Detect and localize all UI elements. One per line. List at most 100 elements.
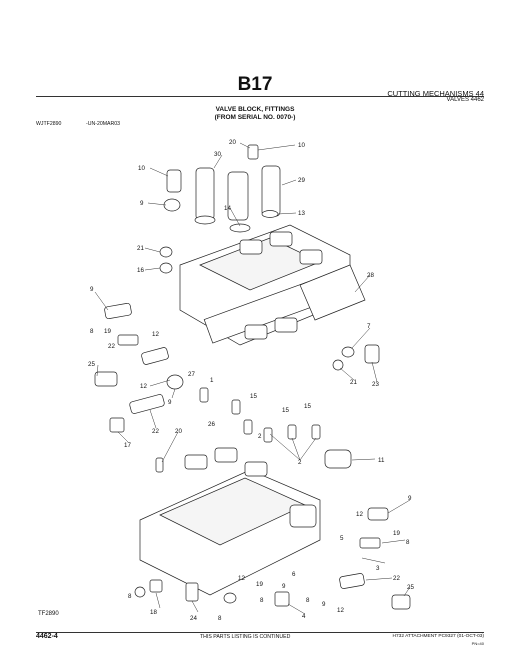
fitting-9-top [163, 198, 181, 212]
callout-label: 27 [188, 371, 195, 378]
publication: H732 ATTACHMENT PC9327 [392, 634, 456, 639]
fitting-small-4 [263, 427, 273, 443]
callout-label: 5 [340, 535, 344, 542]
callout-label: 9 [168, 399, 172, 406]
figure-number: TF2890 [38, 611, 59, 617]
callout-label: 25 [88, 361, 95, 368]
footer-rule [36, 632, 484, 633]
callout-label: 10 [298, 142, 305, 149]
callout-label: 9 [322, 601, 326, 608]
elbow-23 [364, 344, 380, 364]
callout-label: 14 [224, 205, 231, 212]
side-plate [299, 264, 366, 321]
fitting-9-mid [166, 374, 184, 390]
callout-label: 12 [152, 331, 159, 338]
callout-label: 15 [304, 403, 311, 410]
elbow-17 [109, 417, 125, 433]
callout-label: 12 [140, 383, 147, 390]
fitting-25-lower [391, 594, 411, 610]
fitting-8-left [134, 586, 146, 598]
oring-14b [229, 223, 251, 233]
cartridge-center [227, 171, 249, 221]
callout-label: 8 [90, 328, 94, 335]
callout-label: 8 [218, 615, 222, 622]
callout-label: 8 [128, 593, 132, 600]
callout-label: 24 [190, 615, 197, 622]
callout-label: 9 [282, 583, 286, 590]
fitting-22-upper [141, 347, 169, 365]
fitting-small-5 [287, 424, 297, 440]
callout-label: 8 [306, 597, 310, 604]
solenoid-upper-3 [299, 249, 323, 265]
fitting-22-lower-right [339, 573, 365, 589]
cartridge-29 [261, 165, 281, 217]
callout-label: 2 [298, 459, 302, 466]
fitting-19 [117, 334, 139, 346]
callout-label: 19 [104, 328, 111, 335]
figure-id: WJTF2890 [36, 121, 62, 127]
callout-label: 20 [175, 428, 182, 435]
callout-label: 17 [124, 442, 131, 449]
fitting-10-left [166, 169, 182, 193]
callout-label: 25 [407, 584, 414, 591]
revision: PN=40 [471, 641, 484, 646]
plug-21-right [332, 359, 344, 371]
publication-date: (01-OCT-03) [457, 634, 484, 639]
solenoid-upper-5 [274, 317, 298, 333]
fitting-9-left [104, 302, 132, 320]
fitting-22-lower [129, 394, 165, 414]
page-code: B17 [237, 74, 273, 95]
callout-label: 29 [298, 177, 305, 184]
fitting-8-lower [223, 592, 237, 604]
illustration-title: VALVE BLOCK, FITTINGS (FROM SERIAL NO. 0… [0, 106, 510, 122]
fitting-small-1 [199, 387, 209, 403]
callout-label: 7 [367, 323, 371, 330]
callout-label: 20 [229, 139, 236, 146]
callout-label: 9 [140, 200, 144, 207]
section-title: CUTTING MECHANISMS 44 [387, 89, 484, 98]
solenoid-lower-2 [214, 447, 238, 463]
solenoid-upper-1 [239, 239, 263, 255]
fitting-19-lower [359, 537, 381, 549]
page-number: 4462-4 [36, 633, 58, 640]
callout-label: 11 [378, 457, 385, 464]
callout-label: 22 [152, 428, 159, 435]
callout-label: 15 [282, 407, 289, 414]
solenoid-lower-4 [289, 504, 317, 528]
cartridge-30 [195, 167, 215, 221]
solenoid-upper-2 [269, 231, 293, 247]
plug-20 [247, 144, 259, 160]
callout-label: 18 [150, 609, 157, 616]
plug-16 [159, 262, 173, 274]
callout-labels: 10 30 20 10 9 29 14 13 21 16 28 9 8 19 1… [88, 139, 414, 622]
callout-label: 26 [208, 421, 215, 428]
fitting-small-2 [231, 399, 241, 415]
fitting-11 [324, 449, 352, 469]
callout-label: 30 [214, 151, 221, 158]
continued-note: THIS PARTS LISTING IS CONTINUED [200, 634, 291, 640]
callout-label: 22 [108, 343, 115, 350]
callout-label: 12 [337, 607, 344, 614]
callout-label: 1 [210, 377, 214, 384]
fitting-24 [185, 582, 199, 602]
fitting-7 [341, 346, 355, 358]
callout-label: 19 [256, 581, 263, 588]
elbow-4 [274, 591, 290, 607]
callout-label: 13 [298, 210, 305, 217]
fitting-25 [94, 371, 118, 387]
oring-13 [261, 210, 279, 218]
callout-label: 12 [238, 575, 245, 582]
fitting-18 [149, 579, 163, 593]
callout-label: 16 [137, 267, 144, 274]
illustration-title-line2: (FROM SERIAL NO. 0070-) [214, 114, 296, 121]
callout-label: 22 [393, 575, 400, 582]
solenoid-lower-3 [244, 461, 268, 477]
figure-ref: -UN-20MAR03 [86, 121, 121, 127]
callout-label: 2 [258, 433, 262, 440]
callout-label: 15 [250, 393, 257, 400]
solenoid-lower-1 [184, 454, 208, 470]
callout-label: 6 [292, 571, 296, 578]
callout-label: 9 [90, 286, 94, 293]
fitting-small-6 [311, 424, 321, 440]
callout-label: 21 [350, 379, 357, 386]
